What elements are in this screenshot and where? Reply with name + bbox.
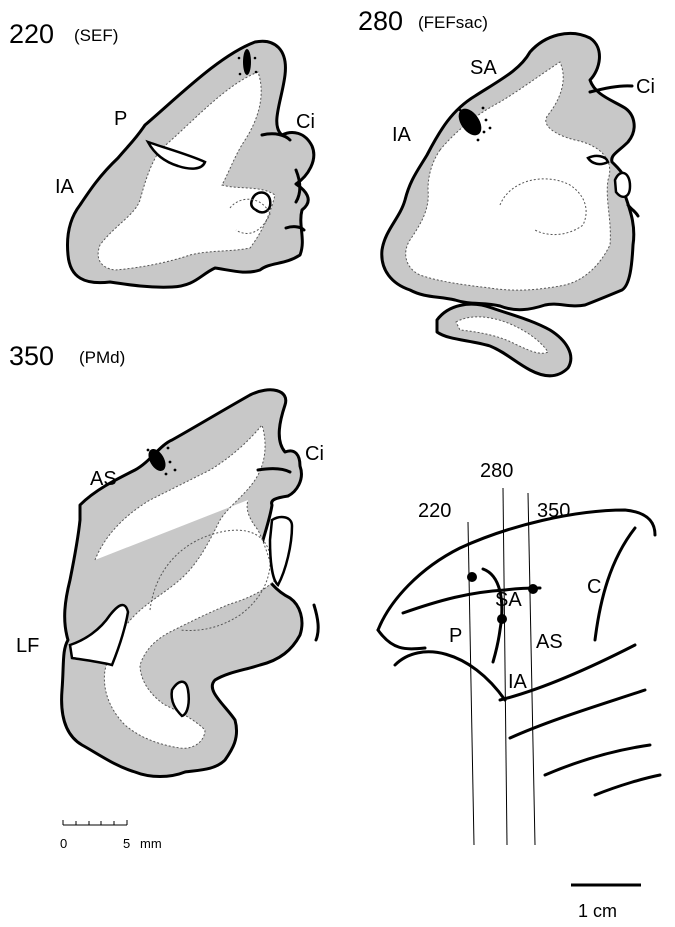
principal-sulcus bbox=[403, 590, 505, 613]
section-220-area: (SEF) bbox=[74, 26, 118, 45]
section-280: 280 (FEFsac) SA Ci IA bbox=[358, 6, 655, 376]
plane-line-220 bbox=[468, 522, 474, 845]
scale-min: 0 bbox=[60, 836, 67, 851]
section-350-label-as: AS bbox=[90, 468, 117, 490]
section-220: 220 (SEF) P Ci IA bbox=[9, 19, 315, 287]
plane-line-280 bbox=[503, 488, 507, 845]
section-280-label-ci: Ci bbox=[636, 76, 655, 98]
label-sa: SA bbox=[495, 589, 522, 611]
orbital-surface bbox=[378, 630, 425, 649]
section-220-label-p: P bbox=[114, 108, 127, 130]
brain-outline bbox=[378, 510, 655, 630]
plane-line-350 bbox=[528, 493, 535, 845]
temporal-sulcus-2 bbox=[545, 745, 650, 775]
section-350-area: (PMd) bbox=[79, 348, 125, 367]
lateral-view: 220 280 350 C SA P AS IA 1 cm bbox=[378, 460, 660, 921]
temporal-sulcus-1 bbox=[510, 690, 645, 738]
plane-label-220: 220 bbox=[418, 500, 451, 522]
temporal-sulcus-3 bbox=[595, 775, 660, 795]
section-350: 350 (PMd) AS Ci LF bbox=[9, 341, 324, 777]
section-280-label-sa: SA bbox=[470, 57, 497, 79]
section-280-cingulate-sulcus bbox=[590, 86, 632, 92]
section-220-label-ci: Ci bbox=[296, 111, 315, 133]
section-scale-bar: 0 5 mm bbox=[60, 820, 162, 851]
section-350-ventricle bbox=[270, 517, 292, 585]
section-350-label-lf: LF bbox=[16, 635, 39, 657]
label-c: C bbox=[587, 576, 601, 598]
scale-unit: mm bbox=[140, 836, 162, 851]
section-350-medial-edge bbox=[314, 605, 318, 640]
marker-220 bbox=[467, 572, 477, 582]
marker-280 bbox=[497, 614, 507, 624]
section-280-ventricle bbox=[615, 173, 630, 197]
plane-label-350: 350 bbox=[537, 500, 570, 522]
section-350-label-ci: Ci bbox=[305, 443, 324, 465]
section-280-label-ia: IA bbox=[392, 124, 412, 146]
section-220-label-ia: IA bbox=[55, 176, 75, 198]
section-280-cerebellar-fragment bbox=[437, 304, 571, 376]
scale-max: 5 bbox=[123, 836, 130, 851]
marker-350 bbox=[528, 584, 538, 594]
label-as: AS bbox=[536, 631, 563, 653]
label-ia: IA bbox=[508, 671, 528, 693]
label-p: P bbox=[449, 625, 462, 647]
section-220-injection-site bbox=[243, 49, 251, 75]
section-280-area: (FEFsac) bbox=[418, 13, 488, 32]
section-220-number: 220 bbox=[9, 19, 54, 49]
section-280-number: 280 bbox=[358, 6, 403, 36]
section-350-number: 350 bbox=[9, 341, 54, 371]
plane-label-280: 280 bbox=[480, 460, 513, 482]
frontal-pole-curve bbox=[395, 652, 505, 700]
cm-scale-label: 1 cm bbox=[578, 901, 617, 921]
